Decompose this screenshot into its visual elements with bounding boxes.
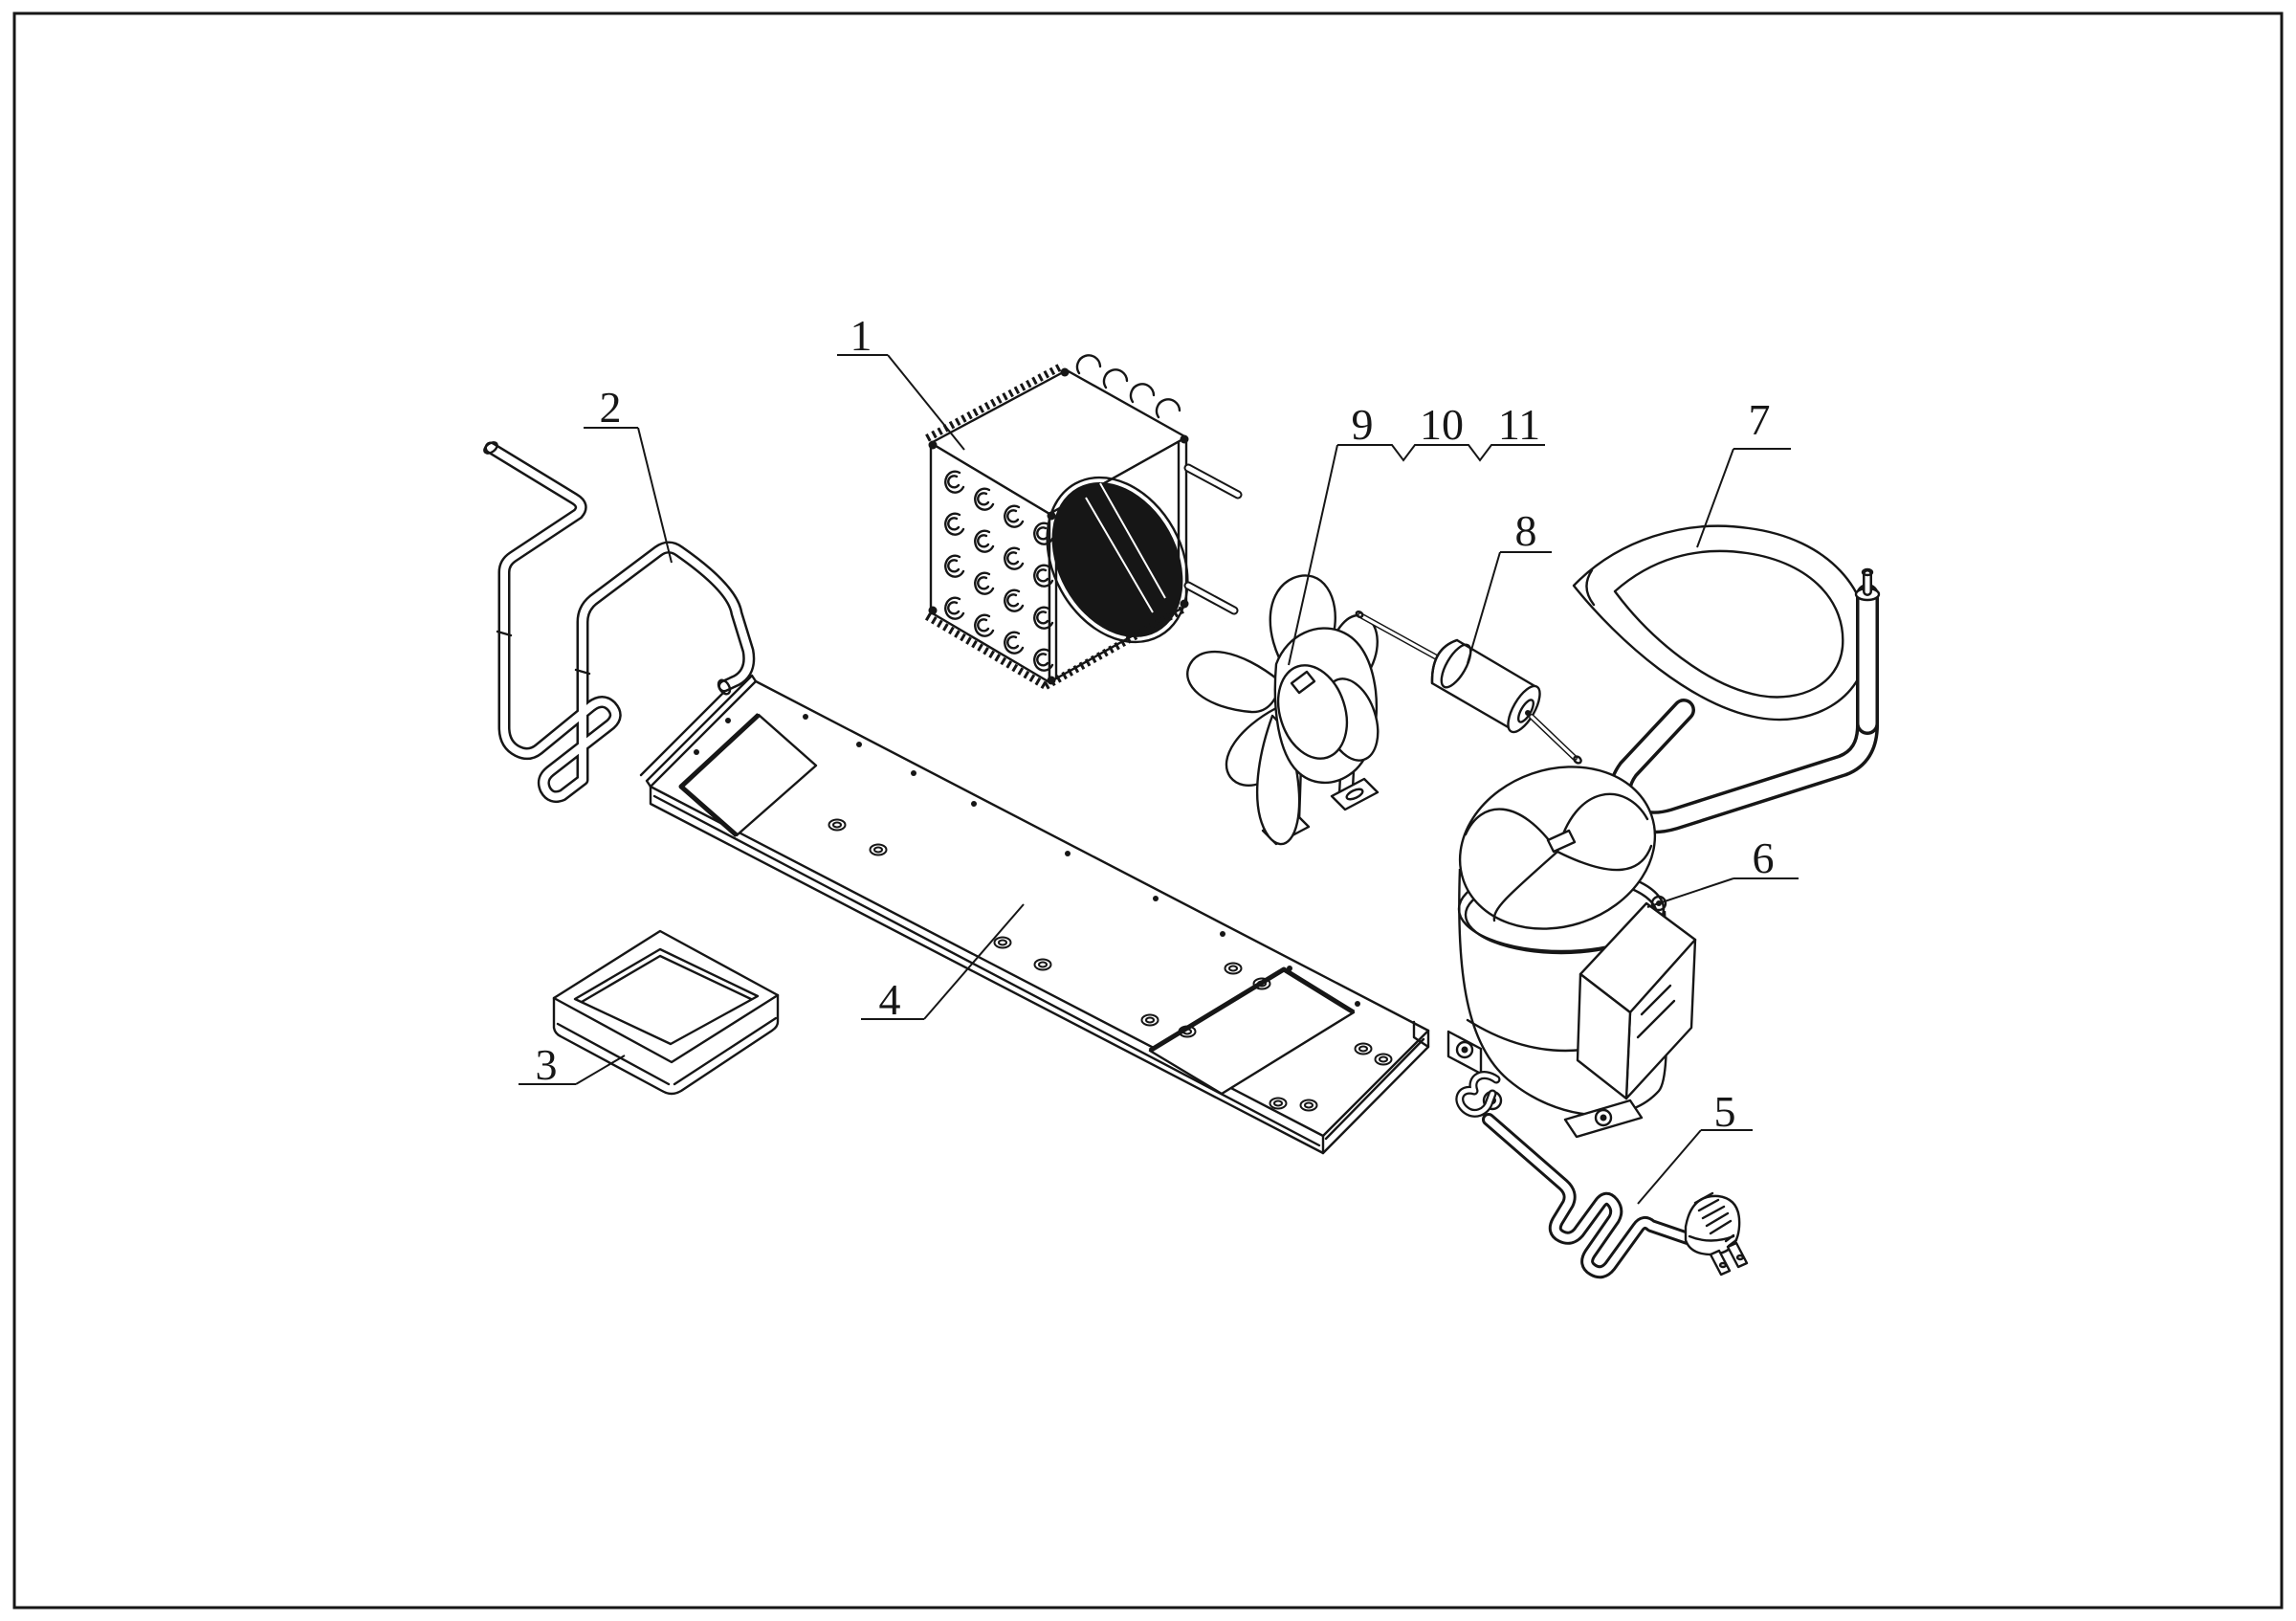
leader-line <box>1637 1129 1702 1205</box>
part-number-label: 6 <box>1753 833 1775 882</box>
leader-line <box>637 427 673 564</box>
label-bracket <box>1337 444 1545 462</box>
part-5-power-cord <box>1455 1071 1749 1279</box>
callout-7: 7 <box>1696 395 1791 548</box>
part-6-compressor <box>1446 766 1697 1139</box>
compressor-feet <box>1446 1030 1644 1139</box>
leader-line <box>1696 448 1734 548</box>
part-number-label: 10 <box>1420 400 1464 449</box>
leader-line <box>1646 877 1734 908</box>
callout-3: 3 <box>519 1040 626 1089</box>
callout-8: 8 <box>1467 506 1552 664</box>
cord-hook-clip <box>1455 1071 1501 1118</box>
fan-motor <box>1273 627 1380 784</box>
part-number-label: 5 <box>1714 1087 1736 1136</box>
part-number-label: 1 <box>850 311 872 360</box>
part-number-label: 8 <box>1515 506 1537 555</box>
plate-rivet-dots <box>694 714 1360 1007</box>
leader-line <box>1288 444 1338 666</box>
part-2-bent-tube <box>483 441 756 803</box>
drawing-border <box>12 11 2284 1610</box>
plate-holes <box>694 714 1393 1112</box>
callout-6: 6 <box>1646 833 1799 908</box>
callout-1: 1 <box>837 311 965 451</box>
callout-2: 2 <box>584 383 673 564</box>
callout-9-10-11: 9 10 11 <box>1288 400 1545 666</box>
part-number-label: 7 <box>1749 395 1771 444</box>
leader-line <box>1467 551 1501 664</box>
part-9-10-11-fan-assembly <box>1186 574 1380 846</box>
part-number-label: 2 <box>600 383 622 432</box>
leader-line <box>923 903 1025 1020</box>
callout-5: 5 <box>1637 1087 1753 1205</box>
part-number-label: 11 <box>1498 400 1540 449</box>
power-plug <box>1684 1191 1749 1277</box>
part-3-drip-tray <box>552 929 780 1096</box>
part-8-filter-drier <box>1355 611 1582 765</box>
compressor-terminal-box <box>1576 895 1697 1100</box>
part-number-label: 9 <box>1352 400 1374 449</box>
part-number-label: 3 <box>536 1040 558 1089</box>
part-1-condenser <box>924 354 1243 690</box>
callout-layer: 1 2 3 4 5 6 7 8 9 10 11 <box>519 311 1799 1205</box>
leader-line <box>887 354 965 451</box>
condenser-pins <box>1183 463 1243 615</box>
part-number-label: 4 <box>879 975 901 1024</box>
callout-4: 4 <box>861 903 1025 1024</box>
compressor-dome-seams <box>1464 792 1653 922</box>
condenser-fan-opening <box>1051 481 1183 638</box>
part-4-base-plate <box>639 668 1430 1155</box>
leader-line <box>575 1055 626 1085</box>
loop-tube-stub <box>1854 567 1881 735</box>
